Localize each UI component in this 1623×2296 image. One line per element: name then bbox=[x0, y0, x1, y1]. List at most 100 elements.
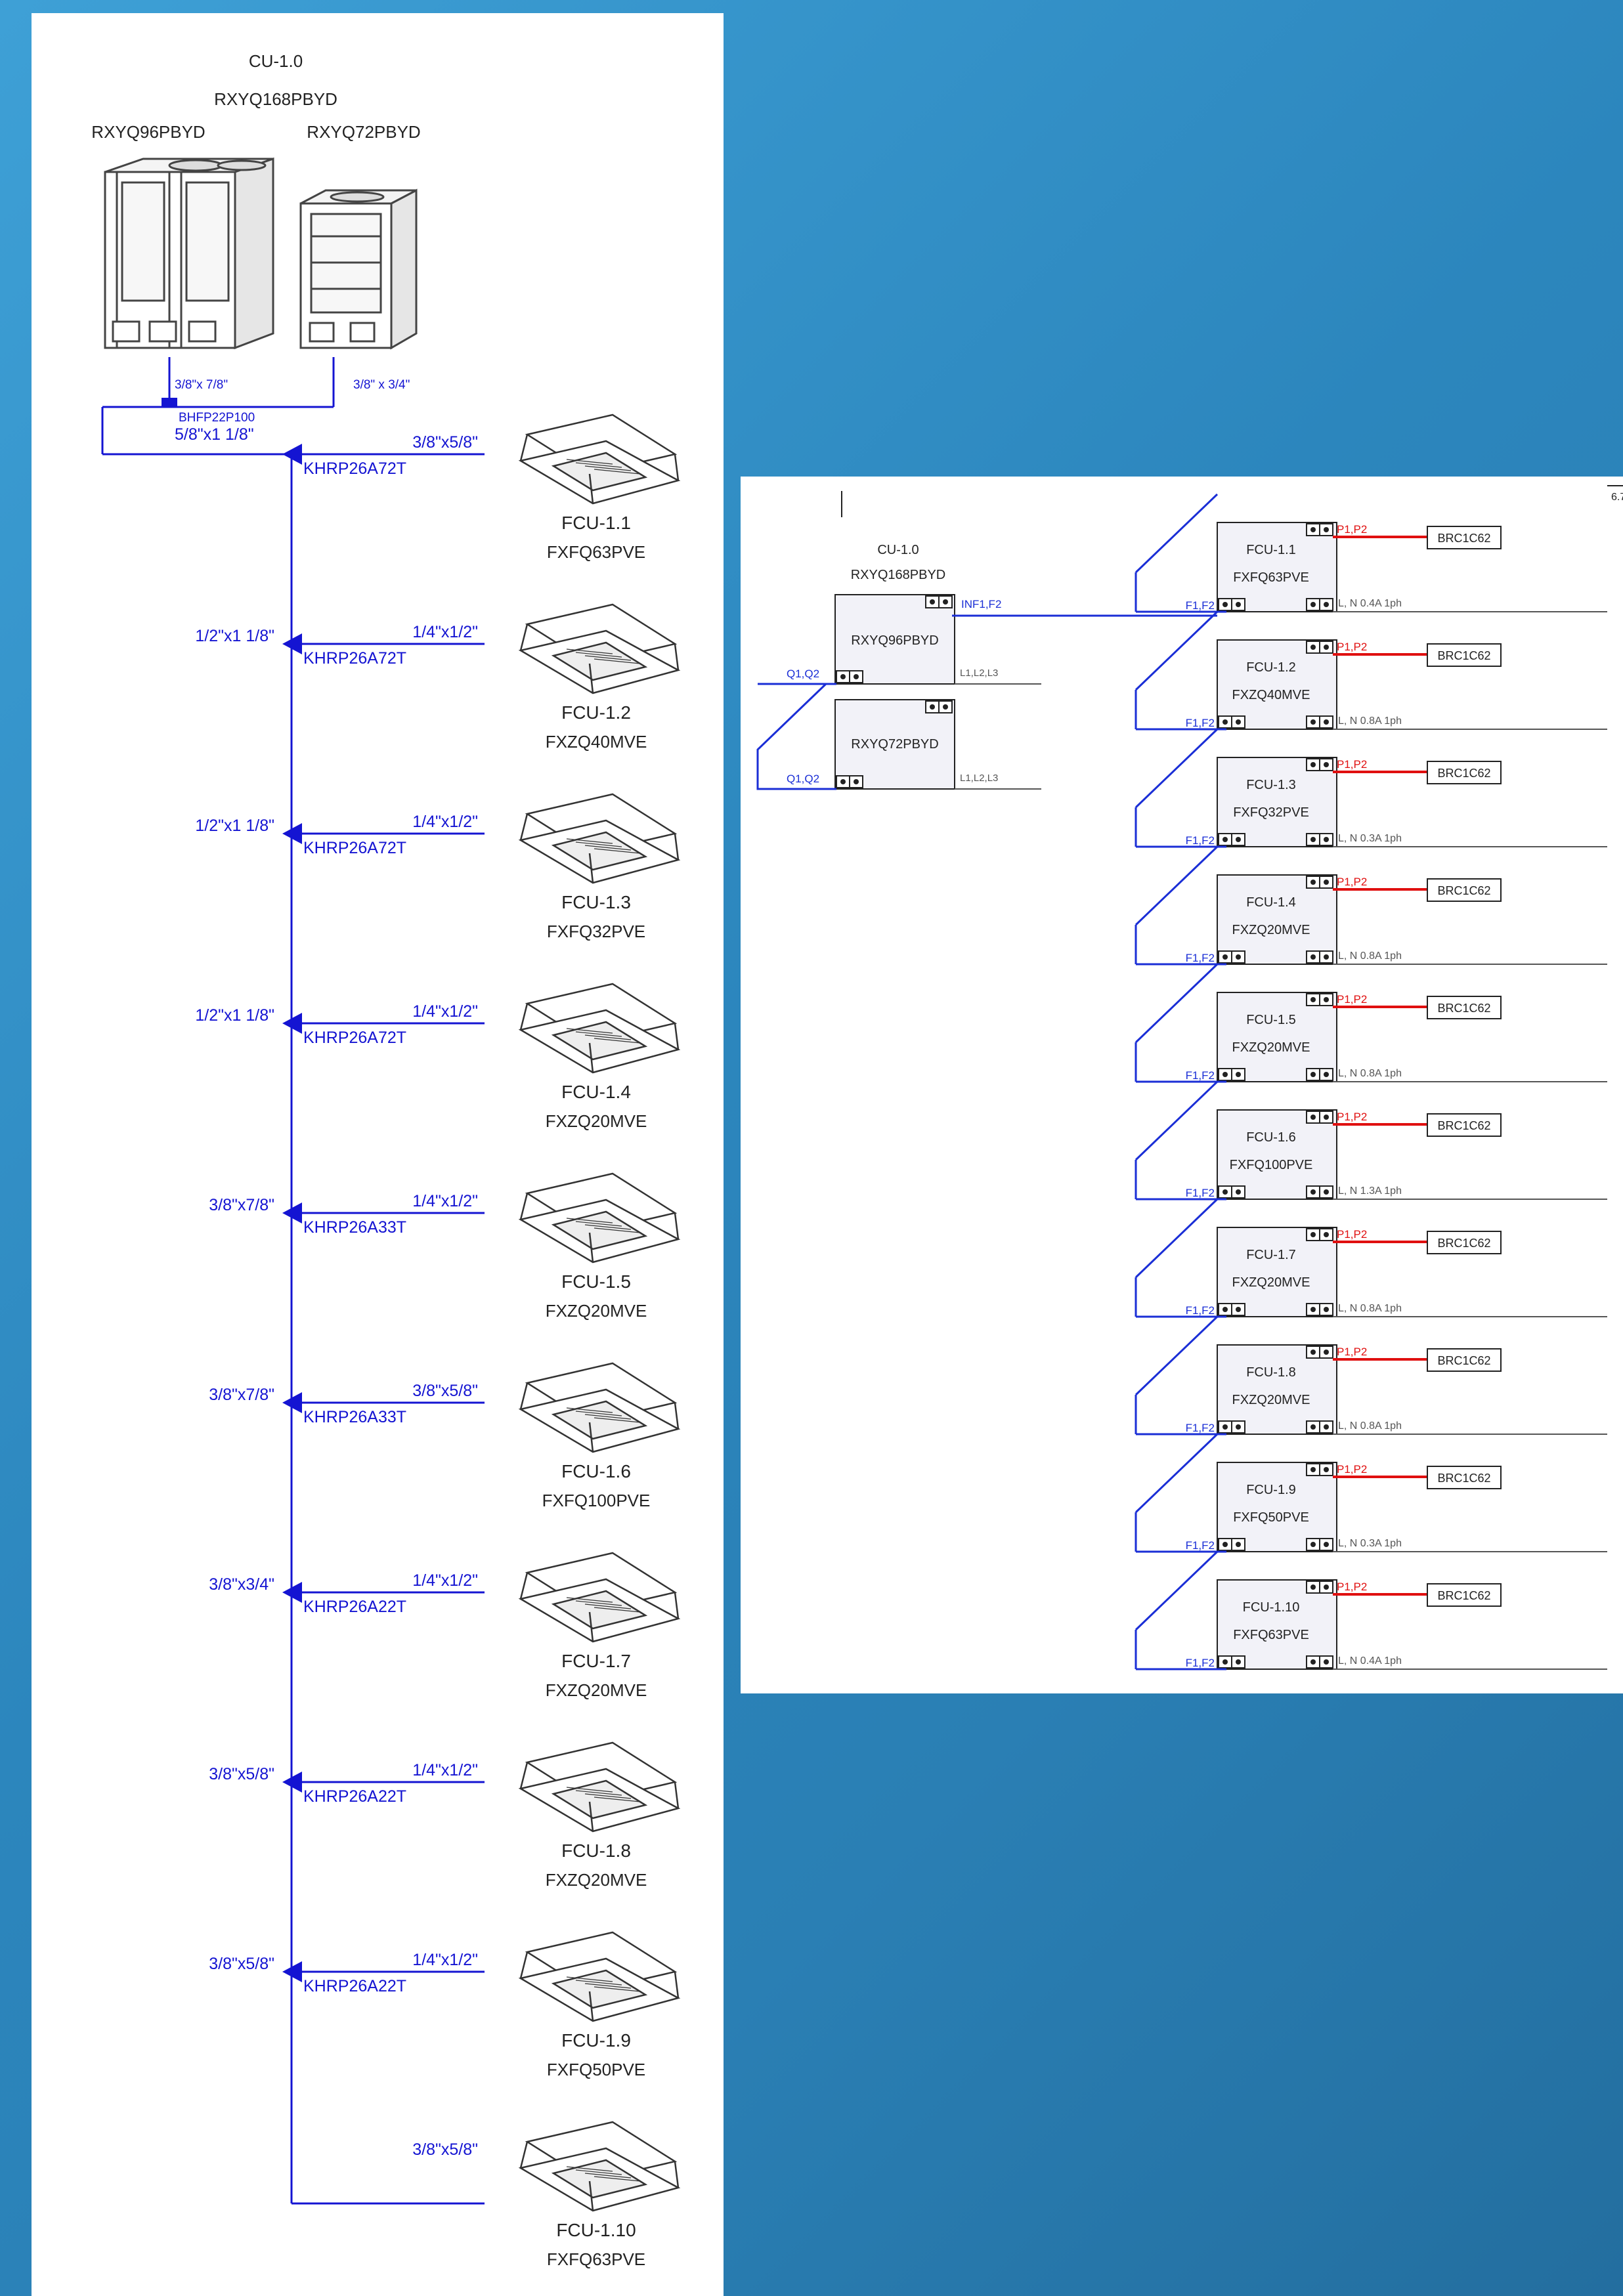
refnet-kit-label: KHRP26A33T bbox=[303, 1218, 406, 1237]
fcu-model: FXFQ100PVE bbox=[542, 1491, 651, 1510]
terminal-dot bbox=[1310, 527, 1316, 532]
terminal-dot bbox=[1310, 997, 1316, 1002]
terminal-dot bbox=[1324, 954, 1329, 960]
terminal-dot bbox=[1236, 1189, 1241, 1195]
branch-pipe-size: 3/8"x5/8" bbox=[412, 433, 478, 452]
main-pipe-size: 3/8"x7/8" bbox=[209, 1386, 274, 1404]
piping-diagram: CU-1.0 RXYQ168PBYD RXYQ96PBYD RXYQ72PBYD bbox=[91, 51, 681, 2269]
terminal-dot bbox=[1324, 1189, 1329, 1195]
p-terminal-label: P1,P2 bbox=[1337, 1111, 1367, 1123]
indoor-unit-name: FCU-1.10 bbox=[1243, 1600, 1300, 1615]
refnet-joint-arrow bbox=[282, 1582, 302, 1603]
power-spec: L, N 0.4A 1ph bbox=[1338, 598, 1402, 609]
main-pipe-size: 3/8"x3/4" bbox=[209, 1575, 274, 1594]
q-interconnect-wire bbox=[756, 683, 836, 790]
terminal-dot bbox=[1223, 719, 1228, 725]
indoor-unit-box bbox=[1217, 992, 1337, 1082]
main-pipe-size: 1/2"x1 1/8" bbox=[195, 1006, 274, 1025]
branch-pipe-size: 3/8"x5/8" bbox=[412, 1382, 478, 1400]
terminal-dot bbox=[1310, 880, 1316, 885]
refnet-joint-arrow bbox=[282, 1961, 302, 1982]
indoor-unit-model: FXFQ100PVE bbox=[1230, 1158, 1313, 1172]
terminal-dot bbox=[1324, 602, 1329, 607]
f-terminal-label: F1,F2 bbox=[1186, 1187, 1215, 1199]
fcu-name: FCU-1.5 bbox=[561, 1271, 631, 1292]
main-pipe-size: 3/8"x5/8" bbox=[209, 1955, 274, 1973]
piping-module-a: RXYQ96PBYD bbox=[91, 122, 205, 142]
branch-pipe-size: 1/4"x1/2" bbox=[412, 1951, 478, 1969]
f-terminal-label: F1,F2 bbox=[1186, 1304, 1215, 1317]
pipe-b-label: 3/8" x 3/4" bbox=[353, 378, 410, 392]
terminal-dot bbox=[1324, 1115, 1329, 1120]
terminal-dot bbox=[1324, 1659, 1329, 1665]
piping-branches: 3/8"x5/8"KHRP26A72TFCU-1.1FXFQ63PVE1/2"x… bbox=[195, 414, 681, 2269]
remote-controller-model: BRC1C62 bbox=[1437, 1119, 1490, 1132]
main-pipe-size: 3/8"x5/8" bbox=[209, 1765, 274, 1783]
terminal-dot bbox=[1236, 1424, 1241, 1430]
terminal-dot bbox=[1324, 997, 1329, 1002]
indoor-unit-box bbox=[1217, 639, 1337, 730]
cassette-unit-icon bbox=[518, 1172, 681, 1264]
ou-a-power: L1,L2,L3 bbox=[960, 668, 998, 679]
main-pipe-size: 1/2"x1 1/8" bbox=[195, 817, 274, 835]
main-pipe-label: 5/8"x1 1/8" bbox=[175, 425, 254, 444]
indoor-unit-model: FXFQ63PVE bbox=[1233, 1628, 1309, 1642]
terminal-dot bbox=[1324, 1542, 1329, 1547]
cassette-unit-icon bbox=[518, 414, 681, 505]
branch-5: 3/8"x7/8"1/4"x1/2"KHRP26A33TFCU-1.5FXZQ2… bbox=[209, 1172, 681, 1321]
ou-b-model: RXYQ72PBYD bbox=[851, 737, 938, 752]
remote-controller-box bbox=[1427, 878, 1502, 902]
p-terminal-label: P1,P2 bbox=[1337, 1346, 1367, 1358]
p-terminal-label: P1,P2 bbox=[1337, 993, 1367, 1006]
fcu-model: FXZQ20MVE bbox=[546, 1870, 647, 1890]
terminal-dot bbox=[1324, 1584, 1329, 1590]
cassette-unit-icon bbox=[518, 1362, 681, 1453]
f-terminal-label: F1,F2 bbox=[1186, 952, 1215, 964]
power-spec: L, N 0.3A 1ph bbox=[1338, 833, 1402, 844]
indoor-unit-box bbox=[1217, 874, 1337, 965]
main-pipe-size: 1/2"x1 1/8" bbox=[195, 627, 274, 645]
power-spec: L, N 0.8A 1ph bbox=[1338, 1303, 1402, 1314]
indoor-unit-model: FXZQ20MVE bbox=[1232, 1275, 1310, 1290]
terminal-dot bbox=[1236, 837, 1241, 842]
piping-system-name: CU-1.0 bbox=[249, 51, 303, 71]
f-terminal-label: F1,F2 bbox=[1186, 1422, 1215, 1434]
fcu-name: FCU-1.10 bbox=[556, 2220, 636, 2240]
f-terminal-label: F1,F2 bbox=[1186, 834, 1215, 847]
comm-wire-link bbox=[1135, 1315, 1219, 1396]
refnet-kit-label: KHRP26A22T bbox=[303, 1598, 406, 1616]
ou-b-q-label: Q1,Q2 bbox=[787, 773, 819, 785]
indoor-unit-box bbox=[1217, 522, 1337, 612]
fcu-model: FXZQ40MVE bbox=[546, 732, 647, 752]
comm-wire-link bbox=[1135, 1080, 1219, 1161]
wiring-combo-model: RXYQ168PBYD bbox=[851, 568, 946, 582]
refnet-kit-label: KHRP26A72T bbox=[303, 649, 406, 668]
remote-controller-model: BRC1C62 bbox=[1437, 1354, 1490, 1367]
remote-controller-model: BRC1C62 bbox=[1437, 649, 1490, 662]
terminal-dot bbox=[1324, 837, 1329, 842]
branch-pipe-size: 1/4"x1/2" bbox=[412, 1002, 478, 1021]
terminal-dot bbox=[1310, 602, 1316, 607]
terminal-dot bbox=[1223, 1659, 1228, 1665]
refnet-kit-label: KHRP26A22T bbox=[303, 1787, 406, 1806]
fcu-name: FCU-1.3 bbox=[561, 892, 631, 912]
refnet-kit-label: KHRP26A72T bbox=[303, 459, 406, 478]
fcu-name: FCU-1.1 bbox=[561, 513, 631, 533]
remote-controller-box bbox=[1427, 1583, 1502, 1607]
ou-a-comm-label: INF1,F2 bbox=[961, 598, 1001, 610]
indoor-unit-model: FXZQ40MVE bbox=[1232, 688, 1310, 702]
remote-controller-model: BRC1C62 bbox=[1437, 884, 1490, 897]
comm-wire-link bbox=[1135, 963, 1219, 1044]
terminal-dot bbox=[1324, 1072, 1329, 1077]
comm-wire-link bbox=[1135, 845, 1219, 926]
terminal-dot bbox=[1223, 602, 1228, 607]
indoor-unit-name: FCU-1.4 bbox=[1246, 895, 1296, 910]
fcu-name: FCU-1.7 bbox=[561, 1651, 631, 1671]
